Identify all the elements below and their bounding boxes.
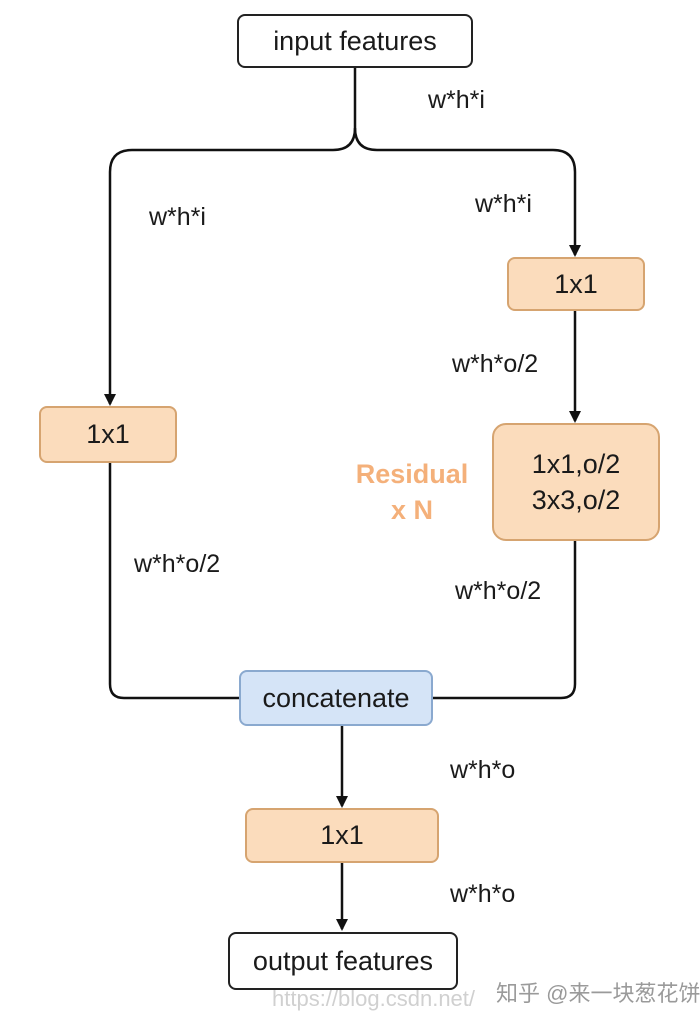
connector-left-to-concat: [108, 463, 240, 700]
residual-block-node: 1x1,o/2 3x3,o/2: [492, 423, 660, 541]
conv-1x1-left-label: 1x1: [86, 419, 130, 449]
connector-residual-to-concat: [432, 541, 577, 700]
concatenate-label: concatenate: [262, 682, 410, 713]
residual-block-line-2: 3x3,o/2: [531, 485, 621, 515]
residual-repeat-line-2: x N: [390, 495, 434, 525]
edge-label-right-in: w*h*i: [475, 190, 532, 218]
input-features-label: input features: [273, 25, 437, 56]
conv-1x1-bottom-label: 1x1: [320, 820, 364, 850]
edge-label-left-out: w*h*o/2: [134, 550, 221, 578]
watermark-zhihu: 知乎 @来一块葱花饼: [496, 981, 700, 1006]
concatenate-node: concatenate: [239, 670, 433, 726]
output-features-node: output features: [228, 932, 458, 990]
edge-label-split: w*h*i: [428, 86, 485, 114]
edge-label-concat-out: w*h*o: [450, 756, 516, 784]
conv-1x1-right-label: 1x1: [554, 268, 598, 299]
connector-input-left: [104, 68, 357, 406]
edge-label-final: w*h*o: [450, 880, 516, 908]
residual-repeat-line-1: Residual: [355, 459, 469, 489]
conv-1x1-right-node: 1x1: [507, 257, 645, 311]
output-features-label: output features: [252, 945, 434, 976]
conv-1x1-left-node: 1x1: [39, 406, 177, 463]
residual-block-line-1: 1x1,o/2: [531, 449, 621, 479]
input-features-node: input features: [237, 14, 473, 68]
connector-input-right: [353, 127, 581, 257]
watermark-csdn: https://blog.csdn.net/: [272, 986, 476, 1011]
residual-repeat-label: Residual x N: [337, 456, 487, 528]
conv-1x1-bottom-node: 1x1: [245, 808, 439, 863]
edge-label-left-in: w*h*i: [149, 203, 206, 231]
edge-label-right-out: w*h*o/2: [455, 577, 542, 605]
edge-label-right-mid: w*h*o/2: [452, 350, 539, 378]
